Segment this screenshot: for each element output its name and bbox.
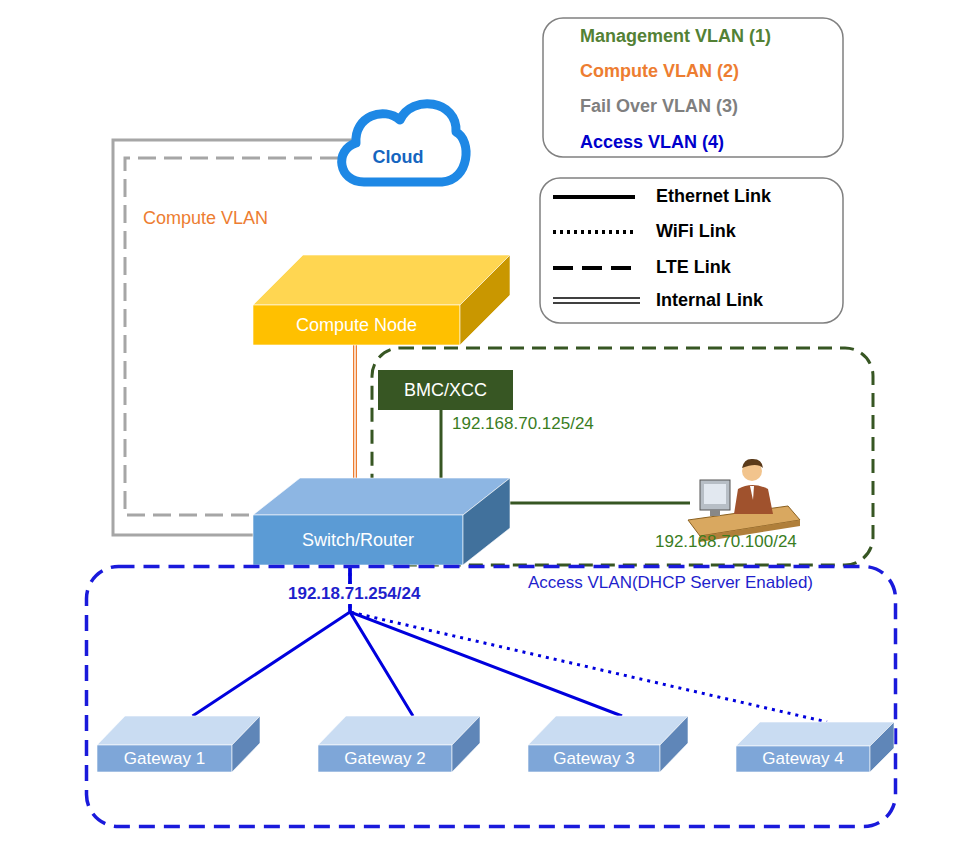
legend-text: Ethernet Link [656,186,771,206]
node-label: Gateway 2 [344,749,425,769]
legend-text: Compute VLAN (2) [580,61,739,81]
legend-entry: Access VLAN (4) [580,132,724,153]
text-area: Switch/Router [253,515,463,565]
text-area: Compute Node [253,305,460,345]
gateway-box: Gateway 1 [97,716,260,772]
legend-entry: Fail Over VLAN (3) [580,96,738,117]
cloud-node: Cloud [328,88,468,192]
link-line [440,410,443,478]
node-label: Gateway 1 [124,749,205,769]
node-label: Cloud [373,147,424,168]
ethernet-wire [510,502,690,505]
bmc-box: BMC/XCC [378,370,513,410]
legend-text: Fail Over VLAN (3) [580,96,738,116]
text-area: Gateway 1 [97,745,232,772]
vlan-label: Compute VLAN [143,208,268,229]
access-vlan-region-shape [85,565,897,828]
ip-address: 192.168.70.125/24 [452,414,594,434]
link-line [353,345,357,490]
legend-box [540,178,843,323]
legend-text: WiFi Link [656,221,736,241]
switch-router-shape [253,478,510,565]
legend-text: Management VLAN (1) [580,26,771,46]
node-label: BMC/XCC [404,380,487,401]
text-area: Gateway 2 [318,745,452,772]
access-vlan-region: Access VLAN(DHCP Server Enabled) Gateway … [85,565,897,828]
gateway-box: Gateway 2 [318,716,480,772]
node-label: Gateway 3 [553,749,634,769]
lte-sample [553,266,635,270]
wifi-sample [553,230,635,234]
network-link [355,345,356,490]
internal-sample [553,297,640,299]
legend-text: Internal Link [656,290,763,310]
node-label: Switch/Router [302,530,414,551]
legend-box [543,18,843,157]
gateway-box: Gateway 3 [528,716,688,772]
switch-router: Switch/Router [253,478,510,565]
text-area: Gateway 4 [736,746,870,772]
legend-entry: Compute VLAN (2) [580,61,739,82]
legend-text: LTE Link [656,257,731,277]
compute-node: Compute Node [253,255,510,345]
legend-entry: Internal Link [656,290,763,311]
ip-address: 192.168.70.100/24 [655,532,797,552]
legend-entry: WiFi Link [656,221,736,242]
gateway-box: Gateway 4 [736,722,894,772]
text-area: Access VLAN(DHCP Server Enabled) [528,571,890,595]
link-line-inner [354,345,355,490]
cloud-node-shape [328,88,468,192]
text-area: BMC/XCC [378,370,513,410]
node-label: Access VLAN(DHCP Server Enabled) [528,573,813,593]
text-area: Cloud [348,140,448,174]
node-label: Compute Node [296,315,417,336]
legend-text: Access VLAN (4) [580,132,724,152]
legend-entry: Management VLAN (1) [580,26,771,47]
legend-entry: Ethernet Link [656,186,771,207]
ethernet-sample [553,195,635,199]
operator-icon [688,459,800,542]
internal-sample [553,302,640,304]
network-link [441,410,442,478]
legend-entry: LTE Link [656,257,731,278]
text-area: Gateway 3 [528,745,660,772]
ip-address: 192.18.71.254/24 [285,584,423,604]
node-label: Gateway 4 [762,749,843,769]
